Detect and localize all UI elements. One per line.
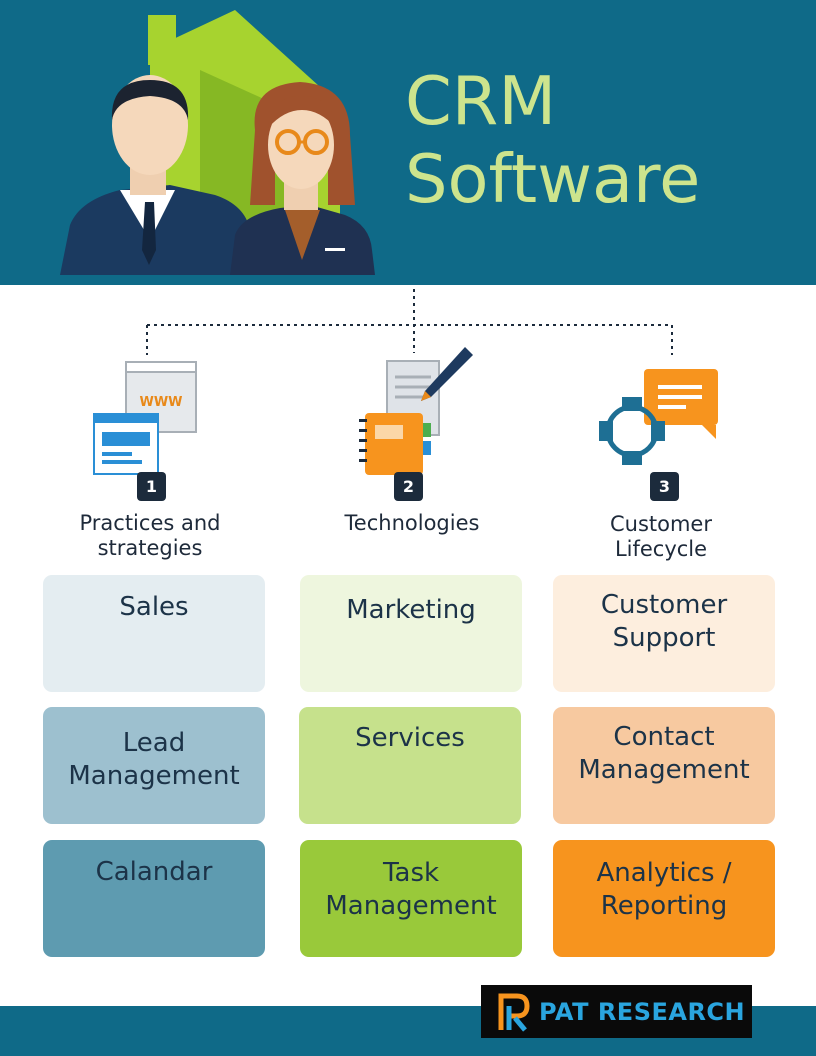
business-people-illustration [60,10,375,275]
tile-calandar: Calandar [43,840,265,957]
tile-services: Services [299,707,521,824]
dotted-connector [146,289,673,355]
column-number-1: 1 [137,472,166,501]
web-browser-icon: WWW [93,361,197,475]
tile-analytics-reporting: Analytics /Reporting [553,840,775,957]
column-label-3: Customer Lifecycle [609,512,712,561]
column-label-1: Practices and strategies [79,511,221,560]
notebook-pen-icon [359,347,473,475]
pat-logo-icon [498,993,530,1032]
column-label-2: Technologies [344,511,480,535]
cycle-chat-icon [599,369,718,465]
header-banner: CRM Software [0,0,816,285]
tile-marketing: Marketing [300,575,522,692]
column-number-3: 3 [650,472,679,501]
brand-logo: PAT RESEARCH [481,985,752,1038]
www-label: WWW [139,395,182,410]
brand-name: PAT RESEARCH [539,997,746,1026]
title-line-1: CRM [405,62,557,140]
page-title: CRM Software [405,62,700,218]
title-line-2: Software [405,140,701,218]
tile-sales: Sales [43,575,265,692]
column-number-2: 2 [394,472,423,501]
